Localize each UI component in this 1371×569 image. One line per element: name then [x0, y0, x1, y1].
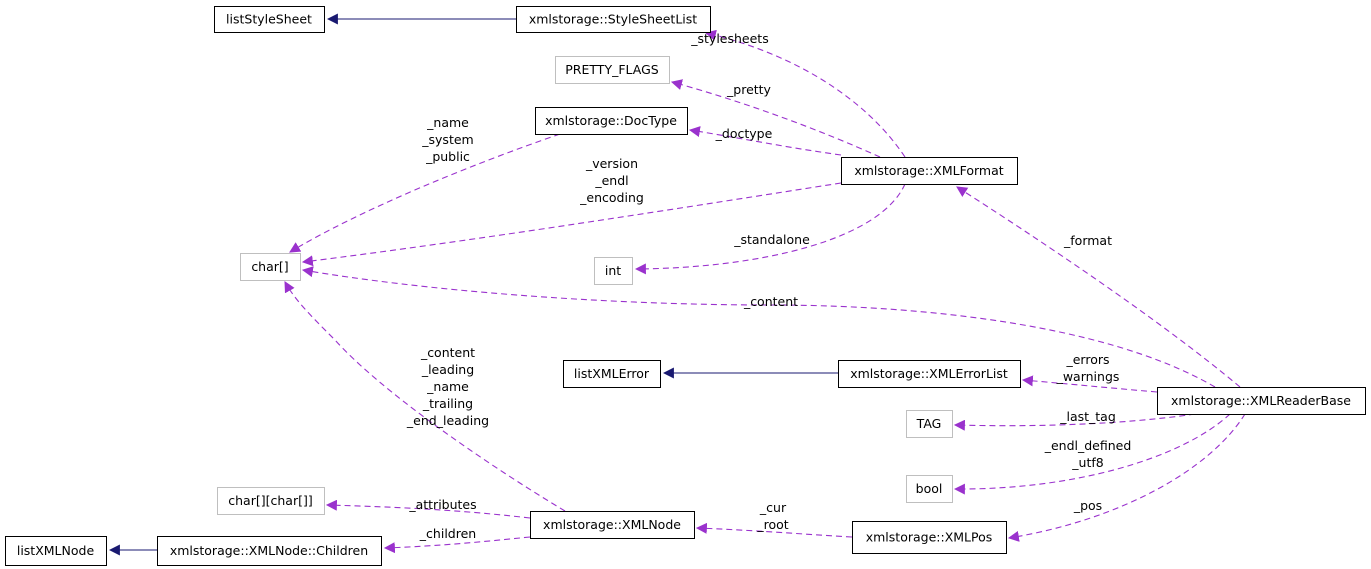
edge-XMLFormat-to-int: [634, 183, 906, 275]
node-listXMLError[interactable]: listXMLError: [563, 360, 661, 388]
edge-label: _pretty: [726, 82, 772, 97]
node-char[interactable]: char[]: [240, 253, 301, 281]
edge-XMLReaderBase-to-TAG: [953, 413, 1196, 431]
edge-label: _content: [420, 345, 475, 360]
node-label: bool: [916, 481, 943, 496]
node-charMap[interactable]: char[][char[]]: [217, 487, 325, 515]
edge-label: _end_leading: [406, 413, 489, 428]
edge-label: _endl: [594, 173, 628, 188]
edge-XMLFormat-to-DocType: [688, 126, 842, 156]
edge-DocType-to-char: [289, 133, 561, 253]
edge-label: _endl_defined: [1044, 438, 1132, 453]
node-label: TAG: [916, 416, 942, 431]
node-label: xmlstorage::XMLNode::Children: [170, 543, 368, 558]
edge-XMLFormat-to-StyleSheetList: [704, 29, 906, 158]
edge-label: _cur: [759, 500, 787, 515]
edge-XMLReaderBase-to-XMLErrorList: [1021, 375, 1158, 393]
edge-label: _errors: [1065, 352, 1109, 367]
node-label: listStyleSheet: [226, 12, 312, 27]
node-listStyleSheet[interactable]: listStyleSheet: [214, 6, 325, 33]
edge-label: _name: [426, 115, 469, 130]
node-DocType[interactable]: xmlstorage::DocType: [535, 107, 688, 135]
node-label: xmlstorage::XMLErrorList: [850, 366, 1008, 381]
edge-label: _attributes: [408, 497, 476, 512]
edge-label: _public: [425, 149, 470, 164]
node-Children[interactable]: xmlstorage::XMLNode::Children: [157, 536, 382, 566]
node-PRETTY_FLAGS[interactable]: PRETTY_FLAGS: [555, 56, 670, 84]
node-StyleSheetList[interactable]: xmlstorage::StyleSheetList: [516, 6, 711, 33]
node-XMLPos[interactable]: xmlstorage::XMLPos: [852, 521, 1007, 554]
edge-XMLNode-to-charMap: [325, 499, 531, 519]
node-box: [563, 360, 661, 388]
edge-XMLReaderBase-to-XMLFormat: [956, 186, 1241, 388]
edge-label: _standalone: [733, 232, 810, 247]
node-listXMLNode[interactable]: listXMLNode: [5, 536, 107, 566]
node-box: [852, 521, 1007, 554]
node-int[interactable]: int: [594, 257, 633, 285]
edge-labels: _stylesheets _pretty _doctype _name _system _…: [406, 31, 1131, 541]
node-box: [530, 511, 695, 539]
edge-label: _encoding: [579, 190, 644, 205]
node-label: xmlstorage::XMLReaderBase: [1171, 393, 1351, 408]
edges: [108, 13, 1246, 556]
edge-label: _name: [426, 379, 469, 394]
node-XMLReaderBase[interactable]: xmlstorage::XMLReaderBase: [1157, 387, 1366, 415]
node-box: [906, 410, 953, 438]
node-box: [157, 536, 382, 566]
edge-label: _children: [419, 526, 476, 541]
edge-label: _trailing: [422, 396, 473, 411]
node-label: PRETTY_FLAGS: [565, 62, 659, 77]
node-box: [240, 253, 301, 281]
node-XMLNode[interactable]: xmlstorage::XMLNode: [530, 511, 695, 539]
edge-label: _last_tag: [1059, 409, 1116, 424]
node-XMLFormat[interactable]: xmlstorage::XMLFormat: [841, 157, 1018, 185]
node-label: listXMLError: [574, 366, 650, 381]
node-label: char[]: [251, 259, 288, 274]
node-box: [841, 157, 1018, 185]
edge-label: _format: [1063, 233, 1112, 248]
edge-label: _root: [756, 517, 788, 532]
edge-label: _system: [421, 132, 473, 147]
node-label: xmlstorage::XMLPos: [866, 530, 993, 545]
node-box: [838, 360, 1021, 388]
node-box: [5, 536, 107, 566]
node-box: [1157, 387, 1366, 415]
edge-label: _warnings: [1056, 369, 1120, 384]
edge-XMLFormat-to-PRETTY_FLAGS: [670, 79, 881, 158]
edge-label: _leading: [421, 362, 474, 377]
node-box: [555, 56, 670, 84]
node-label: xmlstorage::StyleSheetList: [529, 12, 697, 27]
edge-label: _doctype: [715, 126, 773, 141]
node-label: int: [605, 263, 621, 278]
node-label: xmlstorage::XMLFormat: [854, 163, 1003, 178]
edge-XMLFormat-to-char: [301, 182, 842, 267]
edge-XMLNode-to-char: [284, 281, 566, 512]
edge-label: _stylesheets: [690, 31, 768, 46]
edge-label: _pos: [1073, 498, 1102, 513]
node-label: char[][char[]]: [228, 493, 312, 508]
node-label: xmlstorage::XMLNode: [543, 517, 681, 532]
edge-label: _version: [585, 156, 638, 171]
nodes: listStyleSheet xmlstorage::StyleSheetList…: [5, 6, 1366, 566]
node-box: [906, 475, 953, 503]
edge-XMLReaderBase-to-XMLPos: [1007, 413, 1246, 542]
node-box: [535, 107, 688, 135]
node-box: [594, 257, 633, 285]
node-box: [217, 487, 325, 515]
node-XMLErrorList[interactable]: xmlstorage::XMLErrorList: [838, 360, 1021, 388]
node-TAG[interactable]: TAG: [906, 410, 953, 438]
edge-XMLNode-to-Children: [383, 536, 531, 554]
node-box: [516, 6, 711, 33]
node-bool[interactable]: bool: [906, 475, 953, 503]
node-label: xmlstorage::DocType: [545, 113, 677, 128]
node-label: listXMLNode: [17, 543, 95, 558]
edge-XMLReaderBase-to-char: [301, 266, 1216, 388]
edge-label: _utf8: [1071, 455, 1103, 470]
node-box: [214, 6, 325, 33]
edge-label: _content: [743, 294, 798, 309]
